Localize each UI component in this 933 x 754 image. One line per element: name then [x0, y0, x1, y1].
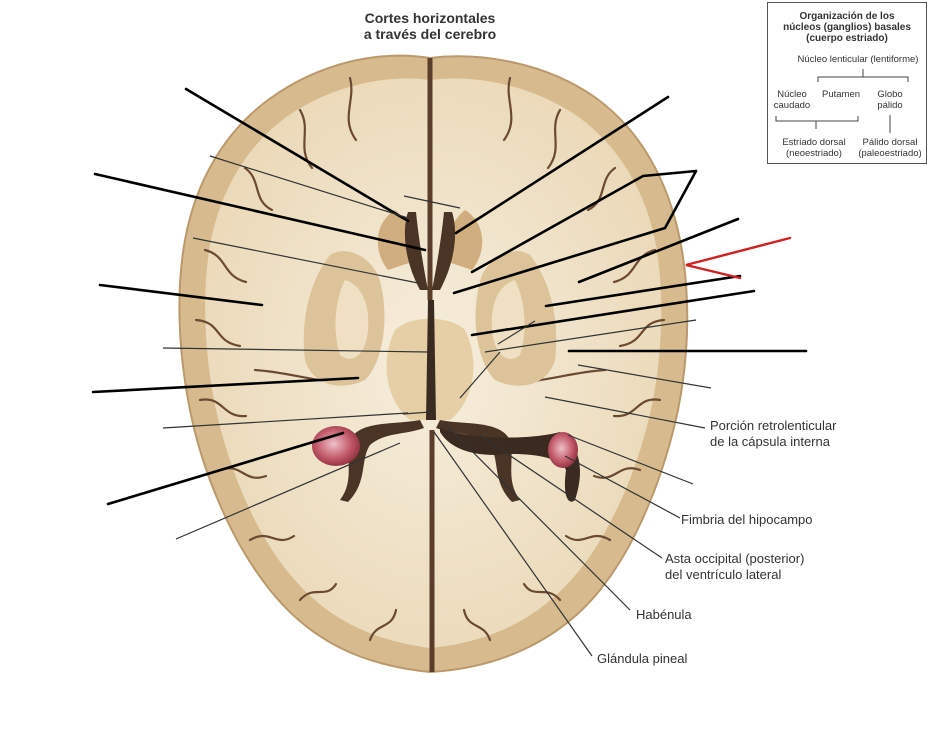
- third-ventricle: [426, 300, 436, 420]
- title-line-1: Cortes horizontales: [364, 10, 496, 26]
- box-estriado-2: (neoestriado): [786, 148, 842, 159]
- caudate-right: [447, 210, 483, 270]
- label-glandula-pineal: Glándula pineal: [597, 651, 688, 666]
- label-asta-line-2: del ventrículo lateral: [665, 567, 782, 582]
- longitudinal-fissure: [427, 58, 435, 672]
- label-retrolenticular-line-2: de la cápsula interna: [710, 434, 830, 449]
- box-estriado-1: Estriado dorsal: [782, 137, 846, 148]
- leader-lines-thick: [91, 87, 808, 506]
- occipital-horn-left: [340, 420, 424, 502]
- box-brackets: [775, 69, 909, 133]
- diagram-title: Cortes horizontales a través del cerebro: [330, 10, 530, 42]
- basal-ganglia-right: [475, 251, 557, 386]
- box-caudado-2: caudado: [773, 100, 811, 111]
- basal-ganglia-organization-box: Organización de los núcleos (ganglios) b…: [767, 2, 927, 164]
- label-retrolenticular-line-1: Porción retrolenticular: [710, 418, 837, 433]
- leader-line-red: [685, 236, 792, 280]
- box-putamen: Putamen: [821, 89, 861, 100]
- label-habenula: Habénula: [636, 607, 692, 622]
- lateral-ventricle-right: [432, 212, 456, 290]
- box-caudado-1: Núcleo: [777, 89, 807, 100]
- lateral-ventricle-left: [404, 212, 428, 290]
- splenium: [440, 428, 580, 502]
- choroid-plexus-left: [312, 426, 360, 466]
- box-globo-1: Globo: [877, 89, 903, 100]
- basal-ganglia-left: [303, 251, 385, 386]
- leader-lines-thin: [162, 155, 712, 657]
- label-retrolenticular: Porción retrolenticular de la cápsula in…: [710, 418, 836, 450]
- box-heading-1: Organización de los: [799, 11, 895, 22]
- label-fimbria: Fimbria del hipocampo: [681, 512, 813, 527]
- label-asta-occipital: Asta occipital (posterior) del ventrícul…: [665, 551, 804, 583]
- box-heading-2: núcleos (ganglios) basales: [783, 22, 911, 33]
- title-line-2: a través del cerebro: [363, 26, 497, 42]
- box-globo-2: pálido: [877, 100, 903, 111]
- box-palido-1: Pálido dorsal: [862, 137, 918, 148]
- caudate-left: [377, 210, 413, 270]
- box-lenticular: Núcleo lenticular (lentiforme): [797, 54, 919, 65]
- label-asta-line-1: Asta occipital (posterior): [665, 551, 805, 566]
- box-palido-2: (paleoestriado): [858, 148, 922, 159]
- box-heading-3: (cuerpo estriado): [806, 33, 888, 44]
